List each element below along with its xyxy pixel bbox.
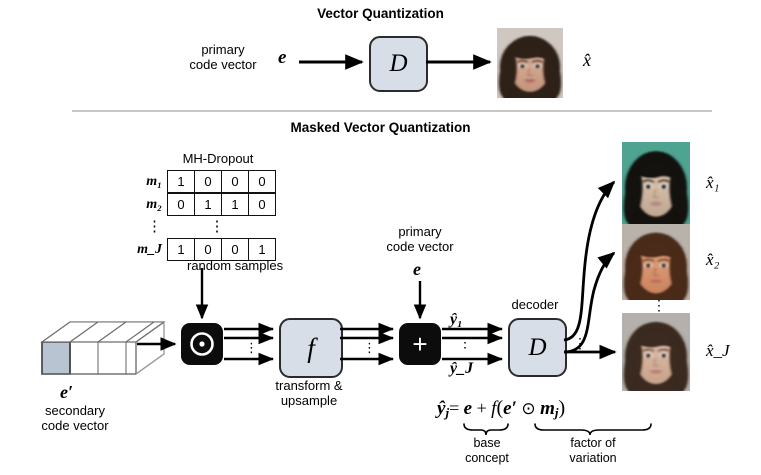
random-samples-label: random samples [187, 258, 284, 273]
factor-of-variation-label-line1: factor of [570, 436, 616, 450]
svg-text:⋮: ⋮ [245, 341, 258, 356]
base-concept-label: base concept [447, 436, 527, 466]
matrix-row-1: 1 0 0 0 [167, 170, 276, 193]
yhat-first-label: ŷ₁ [450, 311, 463, 328]
hadamard-product-operator [181, 323, 223, 365]
formula-lhs-sub: j [445, 405, 450, 420]
matrix-cell: 0 [194, 238, 222, 261]
secondary-code-vector-box [36, 300, 176, 380]
transform-label: transform & upsample [249, 378, 369, 408]
yhat-last-label: ŷ_J [450, 360, 474, 377]
matrix-cell: 1 [221, 193, 249, 216]
matrix-row-label-J: m_J [137, 241, 162, 257]
primary-code-vector-label-bottom: primary code vector [360, 224, 480, 254]
formula-expression: ŷj= e + f(e′ ⊙ mj) [437, 397, 565, 421]
formula-fn: f [491, 398, 497, 419]
primary-code-vector-label-top-line2: code vector [189, 57, 257, 72]
base-concept-label-line2: concept [465, 451, 509, 465]
output-face-image-2 [622, 224, 690, 300]
output-label-J: x̂_J [706, 341, 730, 360]
matrix-row-label-2: m₂ [146, 196, 162, 212]
section-divider [72, 110, 712, 112]
mh-dropout-title: MH-Dropout [182, 151, 254, 166]
output-face-image-J [622, 313, 690, 391]
formula-base-term: e [463, 398, 473, 419]
matrix-cell: 0 [194, 170, 222, 193]
matrix-cell: 1 [248, 238, 276, 261]
output-face-image-1 [622, 142, 690, 224]
formula-close-paren: ) [558, 397, 566, 419]
primary-code-vector-label-top-line1: primary [201, 42, 245, 57]
matrix-cell: 1 [167, 170, 195, 193]
matrix-row-label-1: m₁ [146, 173, 162, 189]
primary-code-vector-label-bottom-line1: primary [398, 224, 442, 239]
formula-open-paren: ( [496, 397, 504, 419]
decoder-box-bottom: D [508, 318, 567, 377]
secondary-code-vector-label: secondary code vector [12, 403, 138, 433]
yhat-vdots: ⋮ [458, 334, 472, 350]
primary-code-vector-label-top: primary code vector [158, 42, 288, 72]
output-label-2: x̂₂ [706, 250, 720, 269]
matrix-row-J: 1 0 0 1 [167, 238, 276, 261]
formula-lhs: ŷ [437, 398, 446, 419]
decoder-output-vdots: ⋮ [573, 335, 587, 351]
decoder-box-top: D [369, 36, 428, 92]
matrix-cell: 0 [167, 193, 195, 216]
formula-plus: + [476, 398, 487, 418]
transform-box: f [279, 318, 343, 378]
factor-of-variation-label-line2: variation [569, 451, 617, 465]
secondary-code-vector-label-line2: code vector [41, 418, 109, 433]
matrix-cell: 1 [194, 193, 222, 216]
transform-label-line1: transform & [275, 378, 343, 393]
formula-eq: = [449, 398, 460, 418]
decoder-symbol-top: D [389, 50, 408, 77]
formula-e-prime: e′ [503, 398, 517, 419]
factor-of-variation-label: factor of variation [546, 436, 640, 466]
formula-hadamard: ⊙ [521, 399, 536, 419]
output-face-image-top [497, 28, 563, 98]
decoder-symbol-bottom: D [528, 333, 547, 361]
transform-label-line2: upsample [280, 393, 338, 408]
matrix-cell: 0 [248, 170, 276, 193]
section-title-masked-vector-quantization: Masked Vector Quantization [290, 120, 471, 135]
transform-symbol: f [307, 332, 315, 363]
base-concept-label-line1: base [473, 436, 501, 450]
formula-m-sub: j [554, 405, 559, 420]
primary-code-vector-label-bottom-line2: code vector [386, 239, 454, 254]
formula-m-j: m [540, 398, 555, 419]
matrix-rowlabel-vdots: ⋮ [147, 218, 162, 235]
matrix-cell: 0 [221, 170, 249, 193]
secondary-code-vector-symbol: e′ [60, 382, 74, 402]
outputs-vdots: ⋮ [652, 297, 666, 313]
secondary-code-vector-label-line1: secondary [45, 403, 105, 418]
output-symbol-top: x̂ [583, 50, 591, 70]
matrix-cell: 0 [221, 238, 249, 261]
decoder-title-bottom: decoder [511, 297, 559, 312]
svg-text:⋮: ⋮ [363, 341, 376, 356]
matrix-cell: 0 [248, 193, 276, 216]
matrix-row-2: 0 1 1 0 [167, 193, 276, 216]
section-title-vector-quantization: Vector Quantization [317, 6, 444, 21]
mh-dropout-matrix: m₁ 1 0 0 0 m₂ 0 1 1 0 ⋮ ⋮ m_J 1 0 0 1 [128, 170, 276, 261]
plus-symbol: + [412, 329, 428, 359]
matrix-body-vdots: ⋮ [209, 218, 225, 235]
primary-code-vector-symbol-bottom: e [413, 259, 421, 279]
primary-code-vector-symbol-top: e [278, 47, 287, 68]
output-label-1: x̂₁ [706, 173, 720, 192]
add-operator: + [399, 323, 441, 365]
